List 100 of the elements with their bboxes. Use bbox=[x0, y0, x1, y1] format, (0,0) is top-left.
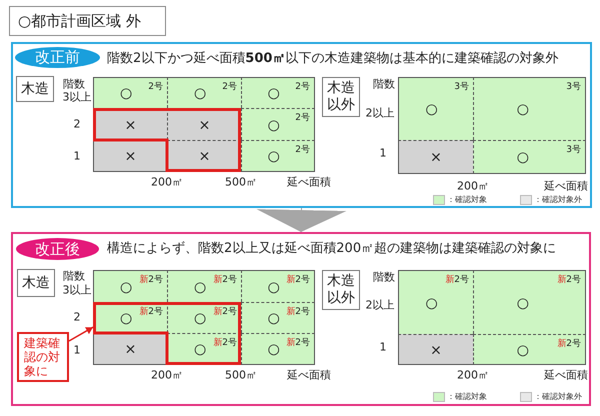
category-number: 2号 bbox=[222, 82, 237, 93]
category-number: 新2号 bbox=[213, 307, 237, 318]
category-number: 2号 bbox=[295, 145, 310, 156]
category-number: 新2号 bbox=[139, 307, 163, 318]
grid-cell bbox=[93, 270, 167, 302]
category-label: 木造 bbox=[16, 76, 54, 102]
category-number: 新2号 bbox=[139, 275, 163, 286]
cell-mark: ○ bbox=[516, 343, 529, 358]
cell-mark: ○ bbox=[194, 342, 206, 358]
cell-mark: ○ bbox=[268, 86, 280, 102]
grid-cell bbox=[398, 140, 473, 174]
panel-heading: 階数2以下かつ延べ面積500㎡以下の木造建築物は基本的に建築確認の対象外 bbox=[107, 51, 558, 67]
cell-mark: ○ bbox=[425, 296, 438, 312]
category-number: 新2号 bbox=[286, 275, 310, 286]
tick-label: 1 bbox=[74, 150, 80, 162]
category-number: 新2号 bbox=[286, 338, 310, 349]
cell-mark: × bbox=[430, 150, 442, 166]
tick-label: 2 bbox=[74, 310, 80, 324]
grid-cell bbox=[93, 333, 167, 365]
cell-mark: × bbox=[124, 342, 136, 358]
grid-cell bbox=[473, 77, 586, 140]
grid-cell bbox=[473, 270, 586, 334]
category-label: 木造 bbox=[17, 269, 55, 297]
grid-cell bbox=[241, 77, 315, 108]
category-number: 新2号 bbox=[557, 275, 581, 286]
axis-title: 階数 bbox=[373, 270, 395, 284]
axis-title: 延べ面積 bbox=[544, 368, 588, 382]
legend-label: ：確認対象 bbox=[447, 391, 487, 403]
category-number: 2号 bbox=[295, 113, 310, 124]
page-title: ○都市計画区域 外 bbox=[9, 6, 166, 36]
axis-title: 延べ面積 bbox=[287, 176, 331, 188]
cell-mark: ○ bbox=[516, 296, 529, 312]
cell-mark: ○ bbox=[516, 150, 529, 166]
tick-label: 3以上 bbox=[62, 284, 92, 296]
cell-mark: ○ bbox=[194, 312, 206, 327]
legend-label: ：確認対象外 bbox=[534, 194, 582, 206]
grid-cell bbox=[93, 77, 167, 108]
grid-cell bbox=[241, 140, 315, 172]
cell-mark: ○ bbox=[120, 280, 132, 296]
cell-mark: ○ bbox=[120, 312, 132, 327]
tick-label: 200㎡ bbox=[457, 180, 489, 192]
axis-title: 延べ面積 bbox=[287, 368, 331, 382]
tick-label: 200㎡ bbox=[151, 176, 183, 188]
grid-cell bbox=[398, 270, 473, 334]
category-number: 2号 bbox=[295, 82, 310, 93]
section-pill: 改正前 bbox=[15, 47, 100, 68]
callout-box: 建築確認の対象に bbox=[17, 332, 69, 382]
grid-cell bbox=[241, 270, 315, 302]
tick-label: 2以上 bbox=[366, 106, 394, 120]
tick-label: 3以上 bbox=[62, 90, 92, 104]
grid-cell bbox=[241, 108, 315, 140]
grid-cell bbox=[167, 270, 241, 302]
leader-arrow bbox=[68, 326, 94, 342]
cell-mark: × bbox=[124, 150, 136, 165]
legend-label: ：確認対象外 bbox=[534, 391, 582, 403]
tick-label: 1 bbox=[380, 340, 386, 354]
tick-label: 500㎡ bbox=[225, 368, 257, 382]
tick-label: 1 bbox=[74, 344, 80, 356]
category-number: 新2号 bbox=[557, 339, 581, 350]
tick-label: 500㎡ bbox=[225, 176, 257, 188]
cell-mark: × bbox=[198, 118, 210, 134]
section-panel bbox=[11, 42, 592, 208]
cell-mark: ○ bbox=[268, 280, 280, 296]
axis-title: 階数 bbox=[63, 78, 85, 90]
category-label: 木造以外 bbox=[322, 270, 360, 310]
category-number: 3号 bbox=[566, 82, 581, 93]
cell-mark: ○ bbox=[268, 342, 280, 358]
cell-mark: × bbox=[124, 118, 136, 134]
cell-mark: × bbox=[198, 150, 210, 165]
category-number: 新2号 bbox=[445, 275, 469, 286]
category-number: 新2号 bbox=[286, 307, 310, 318]
category-number: 3号 bbox=[566, 145, 581, 156]
category-number: 3号 bbox=[454, 82, 469, 93]
down-arrow bbox=[256, 208, 346, 232]
grid-cell bbox=[398, 77, 473, 140]
grid-cell bbox=[398, 334, 473, 365]
grid-cell bbox=[473, 140, 586, 174]
grid-cell bbox=[241, 333, 315, 365]
panel-heading: 構造によらず、階数2以上又は延べ面積200㎡超の建築物は建築確認の対象に bbox=[107, 241, 556, 257]
grid-cell bbox=[473, 334, 586, 365]
cell-mark: × bbox=[430, 343, 442, 358]
category-number: 2号 bbox=[148, 82, 163, 93]
cell-mark: ○ bbox=[194, 280, 206, 296]
cell-mark: ○ bbox=[425, 102, 438, 118]
category-number: 新2号 bbox=[213, 275, 237, 286]
cell-mark: ○ bbox=[268, 312, 280, 327]
axis-title: 延べ面積 bbox=[544, 180, 588, 192]
category-number: 新2号 bbox=[213, 338, 237, 349]
tick-label: 2 bbox=[74, 118, 80, 130]
category-label: 木造以外 bbox=[322, 77, 360, 117]
axis-title: 階数 bbox=[373, 78, 395, 90]
axis-title: 階数 bbox=[63, 270, 85, 282]
grid-cell bbox=[93, 140, 167, 172]
grid-cell bbox=[241, 302, 315, 333]
cell-mark: ○ bbox=[194, 86, 206, 102]
tick-label: 200㎡ bbox=[151, 368, 183, 382]
grid-cell bbox=[167, 77, 241, 108]
tick-label: 1 bbox=[380, 146, 386, 160]
cell-mark: ○ bbox=[120, 86, 132, 102]
section-panel bbox=[11, 232, 591, 406]
